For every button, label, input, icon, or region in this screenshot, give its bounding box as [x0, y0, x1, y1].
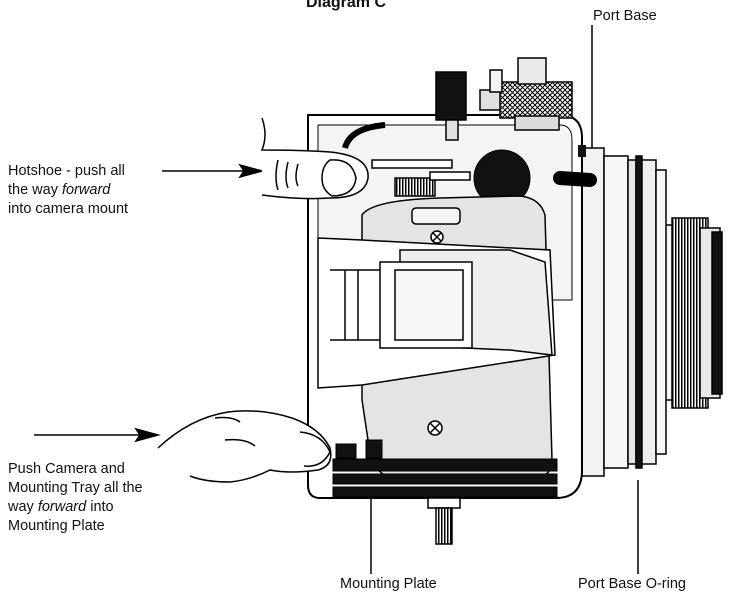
tripod-screw-icon: [427, 497, 461, 545]
label-push-line4: Mounting Plate: [8, 518, 105, 534]
port-base: [579, 147, 667, 477]
label-port-base: Port Base: [593, 8, 657, 24]
label-hotshoe-line2-pre: the way: [8, 182, 62, 198]
lens-barrel: [659, 217, 723, 409]
mounting-plate: [332, 439, 558, 498]
arrow-push-camera: [34, 427, 161, 443]
mounting-tray: [317, 237, 556, 389]
leader-lines: [370, 25, 639, 574]
screw-icons: [427, 230, 444, 436]
label-hotshoe-line2: the way forward: [8, 181, 110, 199]
hotshoe: [371, 159, 471, 197]
arrow-hotshoe: [162, 163, 265, 179]
label-mounting-plate: Mounting Plate: [340, 576, 437, 592]
label-push-line3: way forward into: [8, 498, 114, 516]
hand-bottom-icon: [157, 410, 332, 483]
label-push-line1: Push Camera and: [8, 461, 125, 477]
label-push-line3-post: into: [86, 499, 114, 515]
port-latch: [578, 145, 586, 157]
label-push-line3-emphasis: forward: [37, 499, 87, 515]
label-hotshoe-line1: Hotshoe - push all: [8, 163, 125, 179]
port-base-oring: [635, 155, 643, 469]
label-port-base-oring: Port Base O-ring: [578, 576, 686, 592]
label-hotshoe-line3: into camera mount: [8, 201, 129, 217]
label-push-line3-pre: way: [8, 499, 38, 515]
hand-top-icon: [260, 117, 369, 200]
hotshoe-cable: [342, 122, 597, 187]
top-controls: [435, 57, 573, 141]
label-push-line2: Mounting Tray all the: [8, 480, 143, 496]
label-hotshoe-line2-emphasis: forward: [62, 182, 111, 198]
diagram-title: Diagram C: [306, 0, 387, 11]
